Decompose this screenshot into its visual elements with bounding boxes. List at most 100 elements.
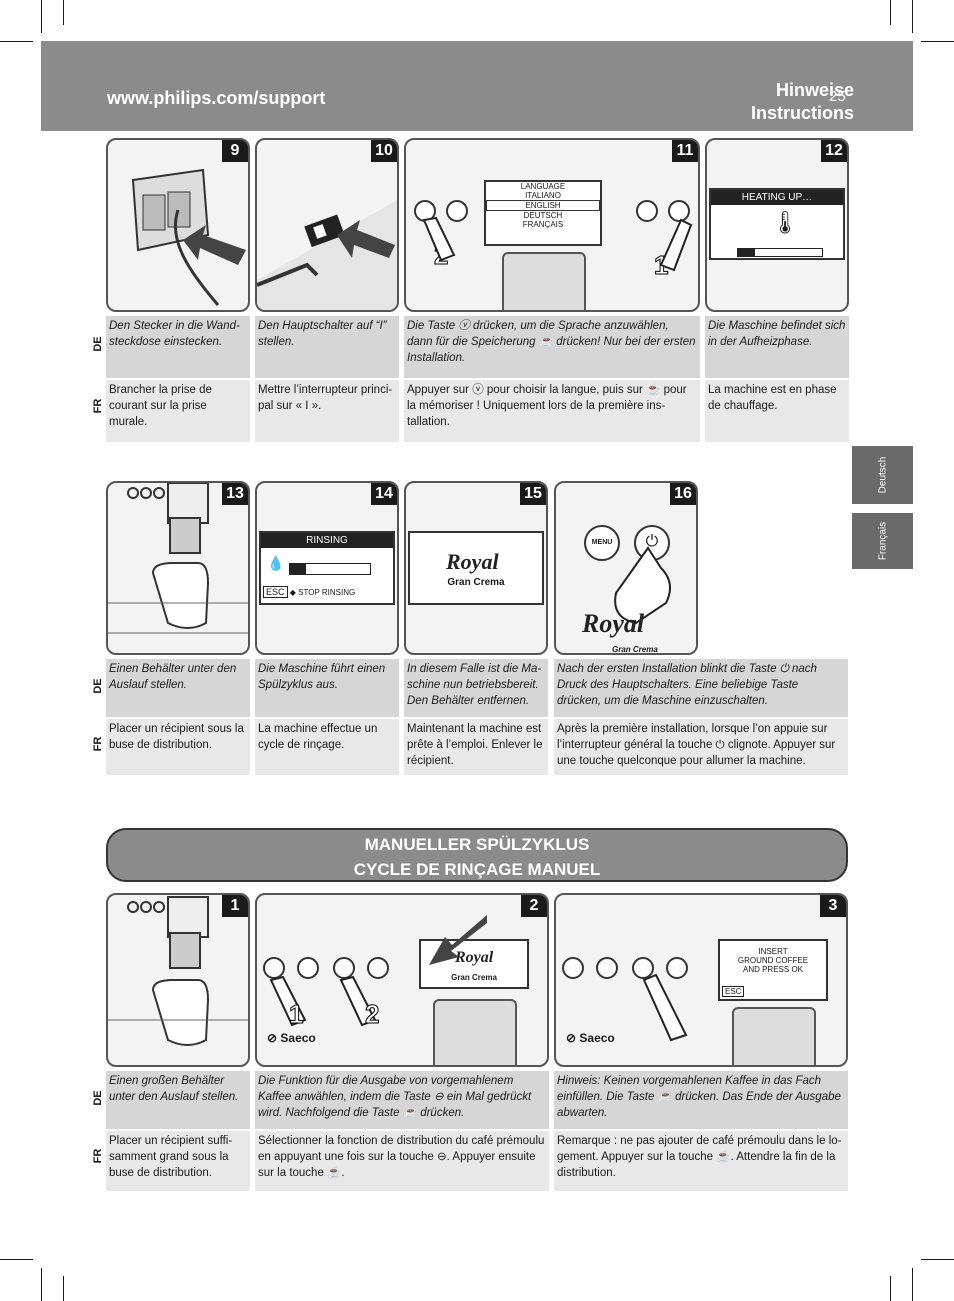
royal-logo: Royal [455, 949, 494, 966]
step-number: 10 [371, 140, 397, 162]
step-number: 3 [820, 895, 846, 917]
step-number: 1 [222, 895, 248, 917]
header-title: Hinweise Instructions [751, 79, 854, 125]
manual-step-3-de: Hinweis: Keinen vorgemahlenen Kaffee in … [554, 1071, 848, 1129]
step-number: 11 [672, 140, 698, 162]
heating-progress [737, 248, 823, 257]
thermometer-icon: 🌡 [771, 210, 799, 235]
pointing-hand-icon [422, 216, 693, 272]
crop-mark [63, 0, 64, 25]
insert-line: INSERT [758, 947, 788, 956]
gran-crema-label: Gran Crema [447, 577, 505, 588]
crop-mark [890, 1276, 891, 1301]
tab-deutsch[interactable]: Deutsch [852, 446, 913, 504]
lcd-line: FRANÇAIS [522, 220, 564, 229]
step-10-de: Den Hauptschalter auf “I” stellen. [255, 316, 399, 378]
step-9-fr: Brancher la prise de courant sur la pris… [106, 380, 250, 442]
crop-mark [890, 0, 891, 25]
step-12-fr: La machine est en phase de chauffage. [705, 380, 849, 442]
insert-line: GROUND COFFEE [737, 956, 809, 965]
lang-label-de: DE [92, 678, 104, 694]
ok-button[interactable] [333, 957, 355, 979]
esc-key: ESC [722, 986, 745, 997]
ok-button[interactable] [632, 957, 654, 979]
step-panel-13: 13 [106, 481, 250, 655]
coffee-button[interactable] [596, 957, 618, 979]
ready-screen: Royal Gran Crema [408, 531, 544, 605]
insert-coffee-screen: INSERT GROUND COFFEE AND PRESS OK ESC [718, 939, 828, 1001]
header-title-fr: Instructions [750, 103, 854, 123]
menu-button[interactable]: MENU [584, 525, 620, 561]
stop-rinsing-label: STOP RINSING [298, 588, 356, 597]
step-13-de: Einen Behälter unter den Auslauf stellen… [106, 659, 250, 717]
callout-two: 2 [364, 999, 380, 1030]
lang-label-de: DE [92, 1090, 104, 1106]
lang-label-fr: FR [92, 736, 104, 752]
main-switch-illustration [257, 200, 397, 310]
crop-mark [912, 1268, 913, 1301]
up-button[interactable] [636, 200, 658, 222]
crop-mark [921, 1259, 954, 1260]
step-number: 15 [520, 483, 546, 505]
esc-button[interactable] [666, 957, 688, 979]
step-16-de: Nach der ersten Installation blinkt die … [554, 659, 848, 717]
lang-label-fr: FR [92, 1148, 104, 1164]
large-container-illustration [108, 896, 248, 1046]
lang-label-fr: FR [92, 398, 104, 414]
step-9-de: Den Stecker in die Wand­steckdose einste… [106, 316, 250, 378]
step-12-de: Die Maschine befindet sich in der Aufhei… [705, 316, 849, 378]
step-number: 16 [670, 483, 696, 505]
lcd-line: LANGUAGE [520, 182, 566, 191]
step-panel-9: 9 [106, 138, 250, 312]
preground-button[interactable] [562, 957, 584, 979]
crop-mark [912, 0, 913, 33]
coffee-button[interactable] [297, 957, 319, 979]
esc-row: ESC ◆ STOP RINSING [263, 586, 356, 598]
esc-button[interactable] [367, 957, 389, 979]
step-number: 12 [821, 140, 847, 162]
language-screen: LANGUAGE ITALIANO ENGLISH DEUTSCH FRANÇA… [484, 180, 602, 246]
crop-mark [41, 0, 42, 33]
step-panel-10: 10 [255, 138, 399, 312]
header-title-de: Hinweise [775, 80, 854, 100]
heating-progress-fill [738, 249, 755, 256]
diamond-icon: ◆ [289, 588, 296, 597]
lang-label-de: DE [92, 336, 104, 352]
spout [732, 1007, 816, 1065]
page-number: 25 [829, 88, 846, 105]
crop-mark [63, 1276, 64, 1301]
support-url[interactable]: www.philips.com/support [107, 88, 326, 108]
step-15-fr: Maintenant la machine est prête à l’empl… [404, 719, 548, 775]
step-14-fr: La machine effectue un cycle de rinçage. [255, 719, 399, 775]
esc-button[interactable] [446, 200, 468, 222]
banner-title-de: MANUELLER SPÜLZYKLUS [364, 835, 590, 854]
spout [433, 999, 517, 1065]
crop-mark [41, 1268, 42, 1301]
preground-button[interactable] [263, 957, 285, 979]
container-under-spout-illustration [108, 483, 248, 634]
gran-crema-label: Gran Crema [612, 645, 658, 654]
crop-mark [0, 1259, 33, 1260]
wall-socket-illustration [131, 168, 246, 306]
royal-logo: Royal [582, 609, 645, 638]
lcd-line: DEUTSCH [523, 211, 563, 220]
pointing-hand-icon [614, 546, 671, 625]
step-panel-15: 15 Royal Gran Crema [404, 481, 548, 655]
step-number: 13 [222, 483, 248, 505]
gran-crema-label: Gran Crema [451, 973, 497, 982]
tab-francais[interactable]: Français [852, 513, 913, 569]
manual-step-2-de: Die Funktion für die Ausgabe von vorgema… [255, 1071, 549, 1129]
step-13-fr: Placer un récipient sous la buse de dist… [106, 719, 250, 775]
rinsing-progress-fill [290, 564, 306, 574]
heating-screen: HEATING UP… 🌡 [709, 188, 845, 260]
step-15-de: In diesem Falle ist die Ma­schine nun be… [404, 659, 548, 717]
step-10-fr: Mettre l’interrupteur princi­pal sur « I… [255, 380, 399, 442]
down-button[interactable] [668, 200, 690, 222]
crop-mark [921, 41, 954, 42]
step-14-de: Die Maschine führt einen Spülzyklus aus. [255, 659, 399, 717]
rinsing-label: RINSING [261, 533, 393, 548]
spout [502, 252, 586, 310]
step-number: 9 [222, 140, 248, 162]
manual-step-panel-3: 3 INSERT GROUND COFFEE AND PRESS OK ESC … [554, 893, 848, 1067]
lcd-line-selected: ENGLISH [486, 200, 600, 211]
